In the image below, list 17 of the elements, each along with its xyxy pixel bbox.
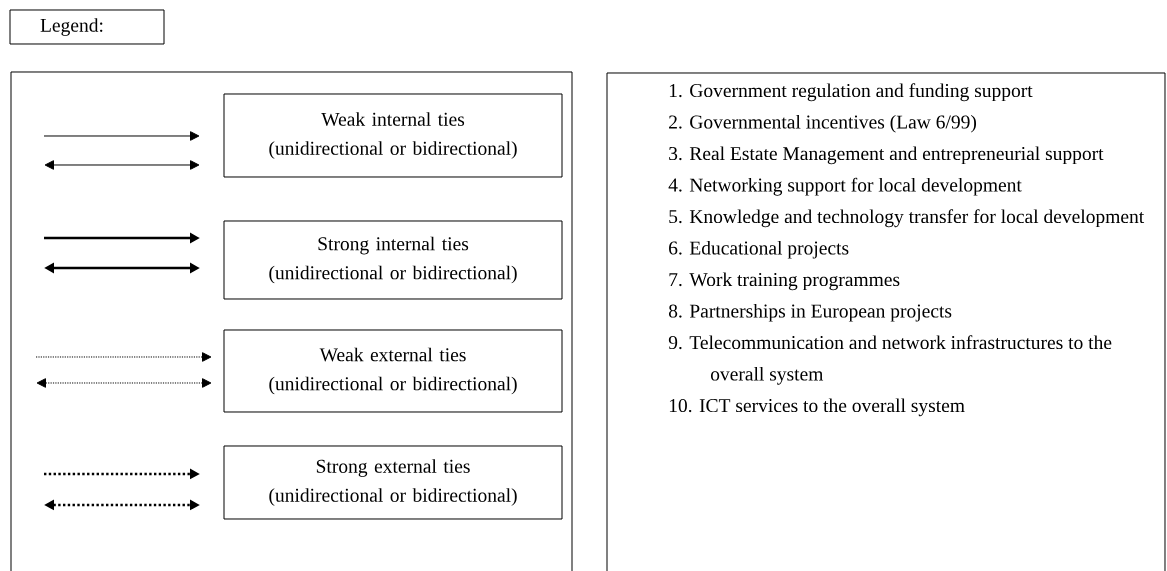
list-item: 4. Networking support for local development bbox=[668, 177, 1022, 196]
list-item: 6. Educational projects bbox=[669, 240, 849, 259]
list-item: 8. Partnerships in European projects bbox=[668, 303, 952, 322]
list-item: 9. Telecommunication and network infrastructures to the overall system bbox=[668, 335, 1112, 385]
legend-entry-box: Strong external ties (unidirectional or bidirectional) bbox=[223, 445, 563, 520]
legend-entry-box: Weak internal ties (unidirectional or bidirectional) bbox=[223, 93, 563, 178]
list-item: 1. Government regulation and funding support bbox=[669, 83, 1033, 102]
list-item: 3. Real Estate Management and entrepreneurial support bbox=[669, 146, 1104, 165]
list-item: 10. ICT services to the overall system bbox=[669, 398, 965, 417]
legend-entry-box: Weak external ties (unidirectional or bidirectional) bbox=[223, 329, 563, 413]
legend-entry-box: Strong internal ties (unidirectional or bidirectional) bbox=[223, 220, 563, 300]
list-item: 7. Work training programmes bbox=[669, 272, 900, 291]
list-panel bbox=[606, 72, 1166, 571]
panel bbox=[10, 71, 573, 571]
list-item: 2. Governmental incentives (Law 6/99) bbox=[669, 114, 977, 133]
legend-title-box: Legend: bbox=[9, 9, 165, 45]
list-item: 5. Knowledge and technology transfer for local development bbox=[669, 209, 1145, 228]
